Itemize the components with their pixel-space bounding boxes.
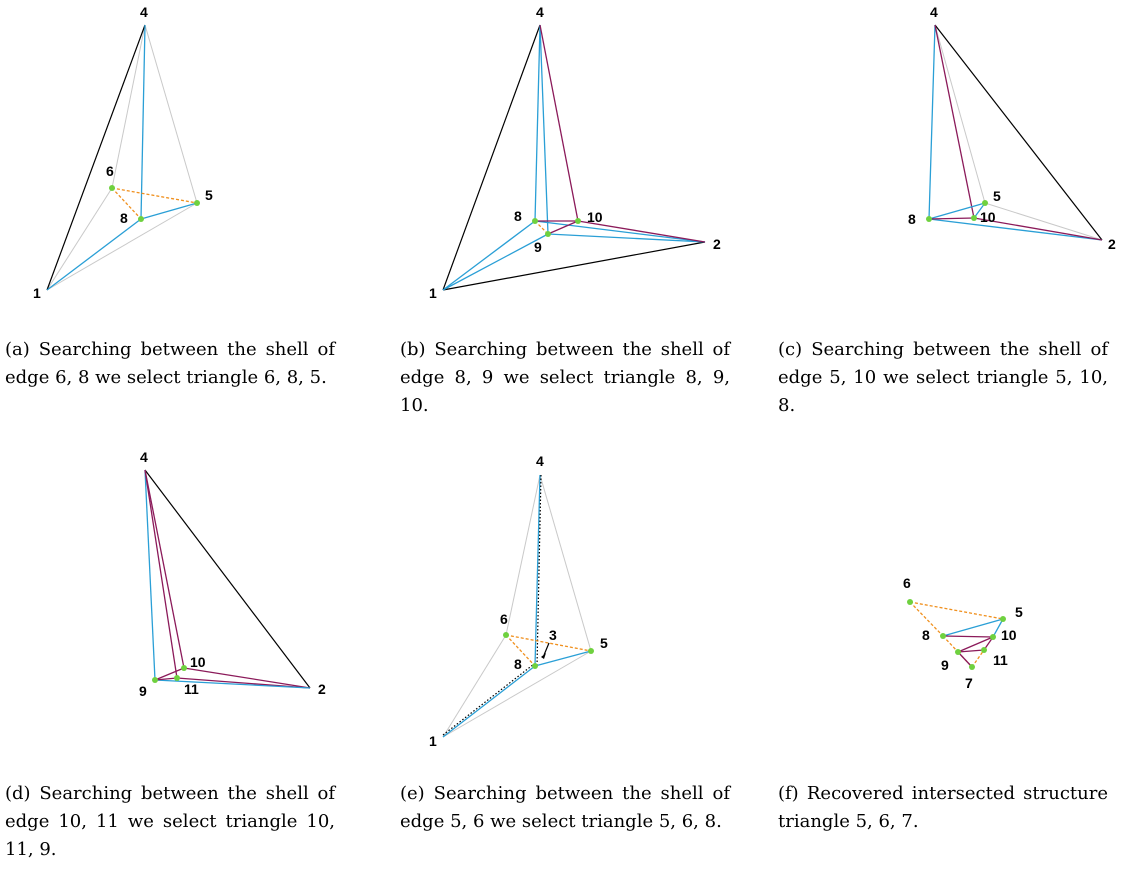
vertex-label: 2 — [1108, 236, 1116, 252]
vertex-label: 11 — [184, 681, 199, 697]
vertex-label: 2 — [713, 236, 721, 252]
vertex-label: 5 — [993, 188, 1001, 204]
vertex-label: 6 — [500, 611, 508, 627]
vertex-label: 8 — [922, 627, 930, 643]
vertex-label: 8 — [120, 210, 128, 226]
panel-a-diagram: 4 6 5 8 1 — [33, 4, 213, 301]
vertex-label: 5 — [600, 635, 608, 651]
vertex-label: 11 — [993, 652, 1008, 668]
caption-b: (b) Searching between the shell of edge … — [400, 339, 730, 416]
vertex-label: 5 — [1015, 604, 1023, 620]
vertex-label: 1 — [429, 733, 437, 749]
caption-d: (d) Searching between the shell of edge … — [5, 783, 335, 860]
vertex-label: 10 — [190, 654, 206, 670]
vertex-label: 4 — [140, 4, 148, 20]
vertex-label: 8 — [514, 656, 522, 672]
vertex-label: 5 — [205, 187, 213, 203]
panel-f-diagram: 6 5 8 10 9 11 7 — [903, 575, 1023, 691]
vertex-label: 7 — [965, 675, 973, 691]
vertex-label: 8 — [908, 211, 916, 227]
caption-e: (e) Searching between the shell of edge … — [400, 783, 730, 832]
caption-a: (a) Searching between the shell of edge … — [5, 339, 335, 388]
vertex-label: 3 — [549, 627, 557, 643]
vertex-label: 10 — [1001, 627, 1017, 643]
vertex-label: 9 — [139, 683, 147, 699]
vertex-label: 2 — [318, 681, 326, 697]
vertex-label: 4 — [140, 449, 148, 465]
vertex-label: 1 — [429, 285, 437, 301]
panel-c-diagram: 4 5 8 10 2 — [908, 4, 1116, 252]
vertex-label: 1 — [33, 285, 41, 301]
panel-b-diagram: 4 8 10 9 2 1 — [429, 4, 721, 301]
vertex-label: 8 — [514, 208, 522, 224]
vertex-label: 4 — [536, 453, 544, 469]
vertex-label: 6 — [903, 575, 911, 591]
vertex-label: 10 — [587, 209, 603, 225]
caption-f: (f) Recovered intersected structure tria… — [778, 783, 1108, 832]
vertex-label: 10 — [980, 209, 996, 225]
panel-d-diagram: 4 10 9 11 2 — [139, 449, 326, 699]
vertex-label: 4 — [536, 4, 544, 20]
vertex-label: 9 — [534, 239, 542, 255]
vertex-label: 6 — [106, 163, 114, 179]
panel-e-diagram: 4 6 3 5 8 1 — [429, 453, 608, 749]
vertex-label: 9 — [941, 657, 949, 673]
caption-c: (c) Searching between the shell of edge … — [778, 339, 1108, 416]
vertex-label: 4 — [930, 4, 938, 20]
